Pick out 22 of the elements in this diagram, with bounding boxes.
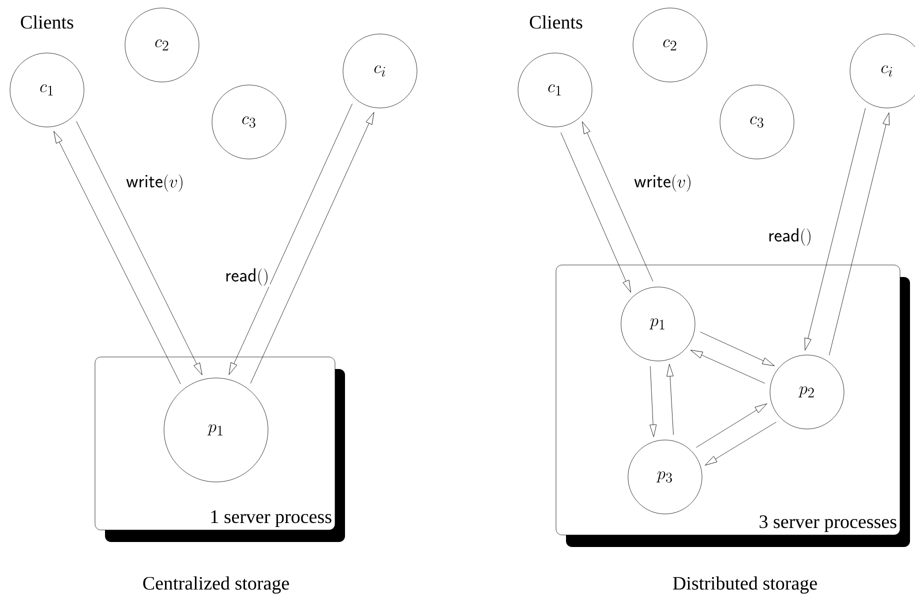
arrow xyxy=(804,108,866,350)
arrow xyxy=(700,332,775,366)
arrow xyxy=(250,112,374,384)
caption: Centralized storage xyxy=(143,576,289,594)
edge-label: $\mathsf{read}()$ xyxy=(224,267,270,287)
arrow xyxy=(666,364,674,436)
group-label: Clients xyxy=(530,15,582,29)
edge-label: $\mathsf{write}(v)$ xyxy=(125,173,185,193)
arrow xyxy=(829,112,890,356)
arrow xyxy=(228,104,352,375)
arrow xyxy=(560,132,631,293)
arrow xyxy=(696,404,768,448)
arrow xyxy=(54,130,181,384)
edge-label: $\mathsf{write}(v)$ xyxy=(633,173,693,193)
arrow xyxy=(690,350,766,384)
group-label: Clients xyxy=(20,15,74,29)
arrow xyxy=(582,121,654,282)
arrow xyxy=(76,121,202,376)
arrow xyxy=(650,366,657,437)
edge-label: $\mathsf{read}()$ xyxy=(767,227,814,247)
caption: Distributed storage xyxy=(673,576,817,594)
arrow xyxy=(704,422,776,466)
